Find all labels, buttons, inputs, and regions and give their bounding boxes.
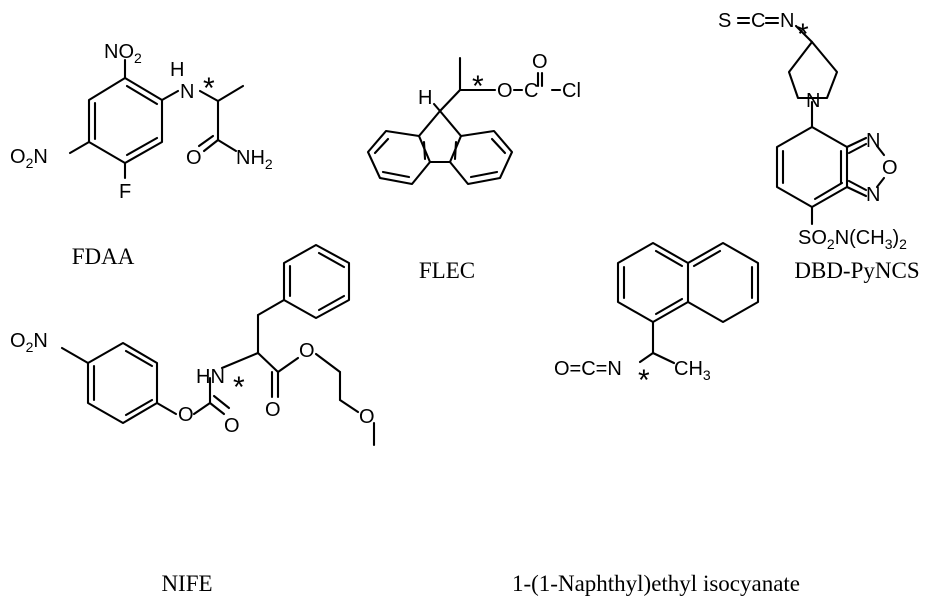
- fdaa-nitro-top: NO2: [104, 41, 142, 66]
- nife-carbamate-carbonyl-o: O: [224, 415, 240, 437]
- fdaa-amine-h: H: [170, 59, 184, 81]
- fdaa-structure: NO2 H N * O2N F O NH2: [10, 41, 273, 203]
- fdaa-fluorine: F: [119, 181, 131, 203]
- flec-ester-o: O: [497, 80, 513, 102]
- dbd-pyncs-ncs-carbon: C: [751, 10, 765, 32]
- nei-methyl: CH3: [674, 358, 711, 383]
- nei-stereocenter-asterisk: *: [638, 364, 650, 397]
- dbd-pyncs-ring-nitrogen: N: [806, 90, 820, 112]
- nife-amine-hn: HN: [196, 366, 225, 388]
- flec-bonds: [366, 56, 562, 186]
- dbd-pyncs-ncs-nitrogen: N: [780, 10, 794, 32]
- fdaa-stereocenter-asterisk: *: [203, 72, 215, 105]
- flec-h: H: [418, 87, 432, 109]
- nei-structure: O=C=N * CH3: [554, 241, 760, 397]
- nei-isocyanate: O=C=N: [554, 358, 622, 380]
- caption-nei: 1-(1-Naphthyl)ethyl isocyanate: [511, 571, 801, 596]
- dbd-pyncs-structure: S C N * N N O N SO2N(CH3)2: [718, 10, 907, 252]
- dbd-pyncs-oxadiazole-n-top: N: [866, 130, 880, 152]
- fdaa-nitro-left: O2N: [10, 146, 48, 171]
- flec-chlorine: Cl: [562, 80, 581, 102]
- nife-nitro: O2N: [10, 330, 48, 355]
- dbd-pyncs-oxadiazole-n-bottom: N: [866, 184, 880, 206]
- caption-fdaa: FDAA: [71, 244, 135, 269]
- flec-carbonyl-o: O: [532, 51, 548, 73]
- caption-nife: NIFE: [161, 571, 213, 596]
- flec-stereocenter-asterisk: *: [472, 70, 484, 103]
- caption-dbd-pyncs: DBD-PyNCS: [794, 258, 920, 283]
- fdaa-bonds: [68, 58, 245, 180]
- fdaa-amide-nh2: NH2: [236, 147, 273, 172]
- nife-carbamate-o: O: [178, 404, 194, 426]
- caption-flec: FLEC: [418, 258, 476, 283]
- dbd-pyncs-sulfur: S: [718, 10, 731, 32]
- nife-ester-o: O: [299, 340, 315, 362]
- fdaa-carbonyl-o: O: [186, 147, 202, 169]
- dbd-pyncs-sulfonamide: SO2N(CH3)2: [798, 227, 907, 252]
- flec-structure: H * O C O Cl: [366, 51, 581, 186]
- nei-bonds: [616, 241, 760, 365]
- dbd-pyncs-bonds: [736, 16, 886, 226]
- dbd-pyncs-stereocenter-asterisk: *: [797, 18, 809, 51]
- nife-methoxy-o: O: [359, 406, 375, 428]
- dbd-pyncs-oxadiazole-o: O: [882, 157, 898, 179]
- nife-structure: O2N HN * O O O O O: [10, 243, 376, 447]
- nife-stereocenter-asterisk: *: [233, 371, 245, 404]
- nife-ester-carbonyl-o: O: [265, 399, 281, 421]
- flec-carbonyl-c: C: [524, 80, 538, 102]
- nife-bonds: [60, 243, 376, 447]
- fdaa-amine-n: N: [180, 81, 194, 103]
